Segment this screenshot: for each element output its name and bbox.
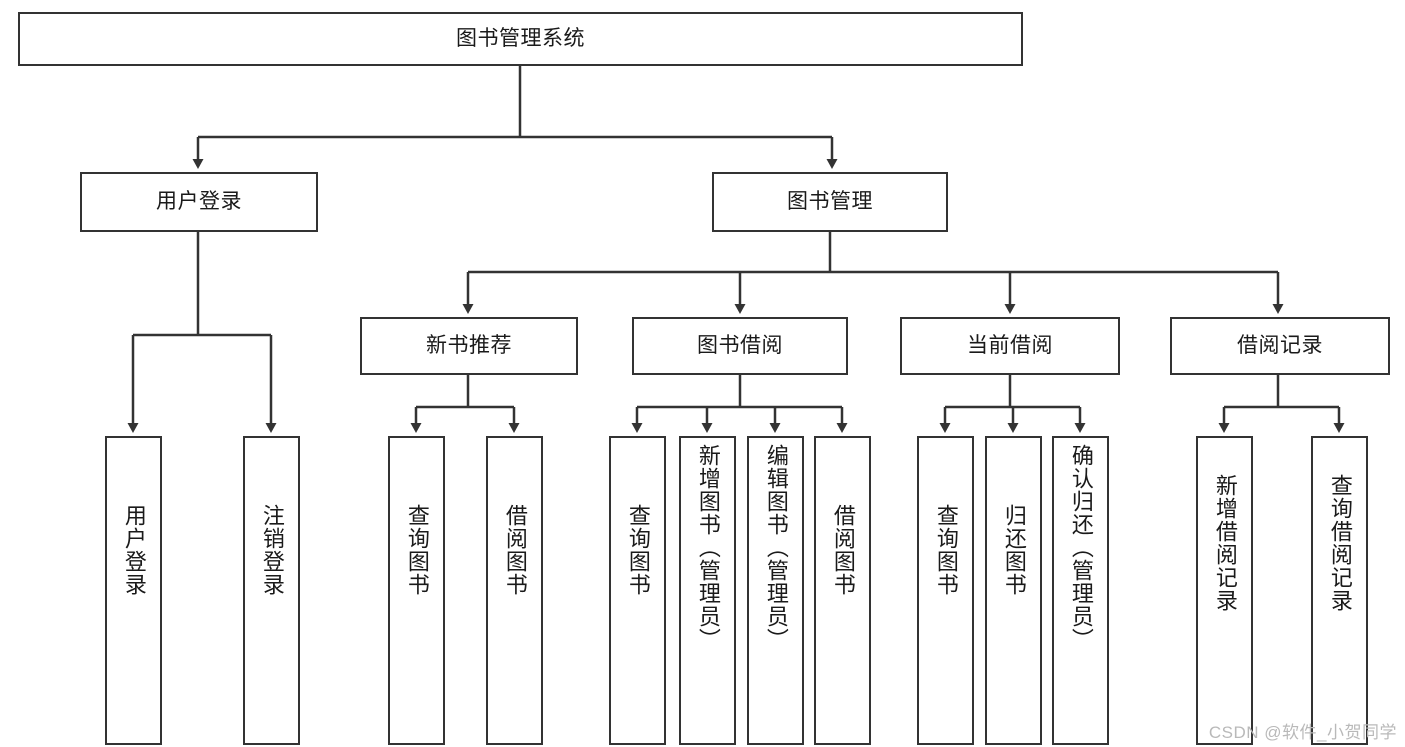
node-leaf-query-book-2-label: 查询图书 (625, 504, 651, 596)
node-leaf-user-login-label: 用户登录 (121, 504, 147, 596)
node-leaf-add-book[interactable]: 新增图书（管理员） (679, 436, 736, 745)
node-book-borrow[interactable]: 图书借阅 (632, 317, 848, 375)
node-leaf-confirm-return[interactable]: 确认归还（管理员） (1052, 436, 1109, 745)
node-leaf-borrow-book-2-label: 借阅图书 (830, 504, 856, 596)
node-borrow-record[interactable]: 借阅记录 (1170, 317, 1390, 375)
node-leaf-query-book-1-label: 查询图书 (404, 504, 430, 596)
node-leaf-query-book-3-label: 查询图书 (933, 504, 959, 596)
node-leaf-query-book-3[interactable]: 查询图书 (917, 436, 974, 745)
node-leaf-add-record[interactable]: 新增借阅记录 (1196, 436, 1253, 745)
csdn-watermark: CSDN @软件_小贺同学 (1208, 723, 1397, 742)
node-leaf-query-record-label: 查询借阅记录 (1327, 474, 1353, 612)
node-leaf-borrow-book-1[interactable]: 借阅图书 (486, 436, 543, 745)
node-root[interactable]: 图书管理系统 (18, 12, 1023, 66)
node-current-borrow-label: 当前借阅 (967, 334, 1053, 358)
node-book-management[interactable]: 图书管理 (712, 172, 948, 232)
node-new-book-recommend[interactable]: 新书推荐 (360, 317, 578, 375)
node-leaf-user-login[interactable]: 用户登录 (105, 436, 162, 745)
node-leaf-add-record-label: 新增借阅记录 (1212, 474, 1238, 612)
node-leaf-logout-login-label: 注销登录 (259, 504, 285, 596)
node-root-label: 图书管理系统 (456, 27, 585, 51)
node-user-login-label: 用户登录 (156, 190, 242, 214)
node-book-borrow-label: 图书借阅 (697, 334, 783, 358)
node-leaf-query-book-2[interactable]: 查询图书 (609, 436, 666, 745)
node-leaf-logout-login[interactable]: 注销登录 (243, 436, 300, 745)
node-leaf-edit-book-label: 编辑图书（管理员） (763, 444, 789, 651)
node-leaf-query-record[interactable]: 查询借阅记录 (1311, 436, 1368, 745)
node-leaf-confirm-return-label: 确认归还（管理员） (1068, 444, 1094, 651)
node-leaf-add-book-label: 新增图书（管理员） (695, 444, 721, 651)
node-leaf-borrow-book-2[interactable]: 借阅图书 (814, 436, 871, 745)
node-leaf-edit-book[interactable]: 编辑图书（管理员） (747, 436, 804, 745)
node-current-borrow[interactable]: 当前借阅 (900, 317, 1120, 375)
node-leaf-query-book-1[interactable]: 查询图书 (388, 436, 445, 745)
node-new-book-recommend-label: 新书推荐 (426, 334, 512, 358)
node-leaf-return-book-label: 归还图书 (1001, 504, 1027, 596)
node-user-login[interactable]: 用户登录 (80, 172, 318, 232)
node-borrow-record-label: 借阅记录 (1237, 334, 1323, 358)
node-leaf-borrow-book-1-label: 借阅图书 (502, 504, 528, 596)
node-book-management-label: 图书管理 (787, 190, 873, 214)
node-leaf-return-book[interactable]: 归还图书 (985, 436, 1042, 745)
